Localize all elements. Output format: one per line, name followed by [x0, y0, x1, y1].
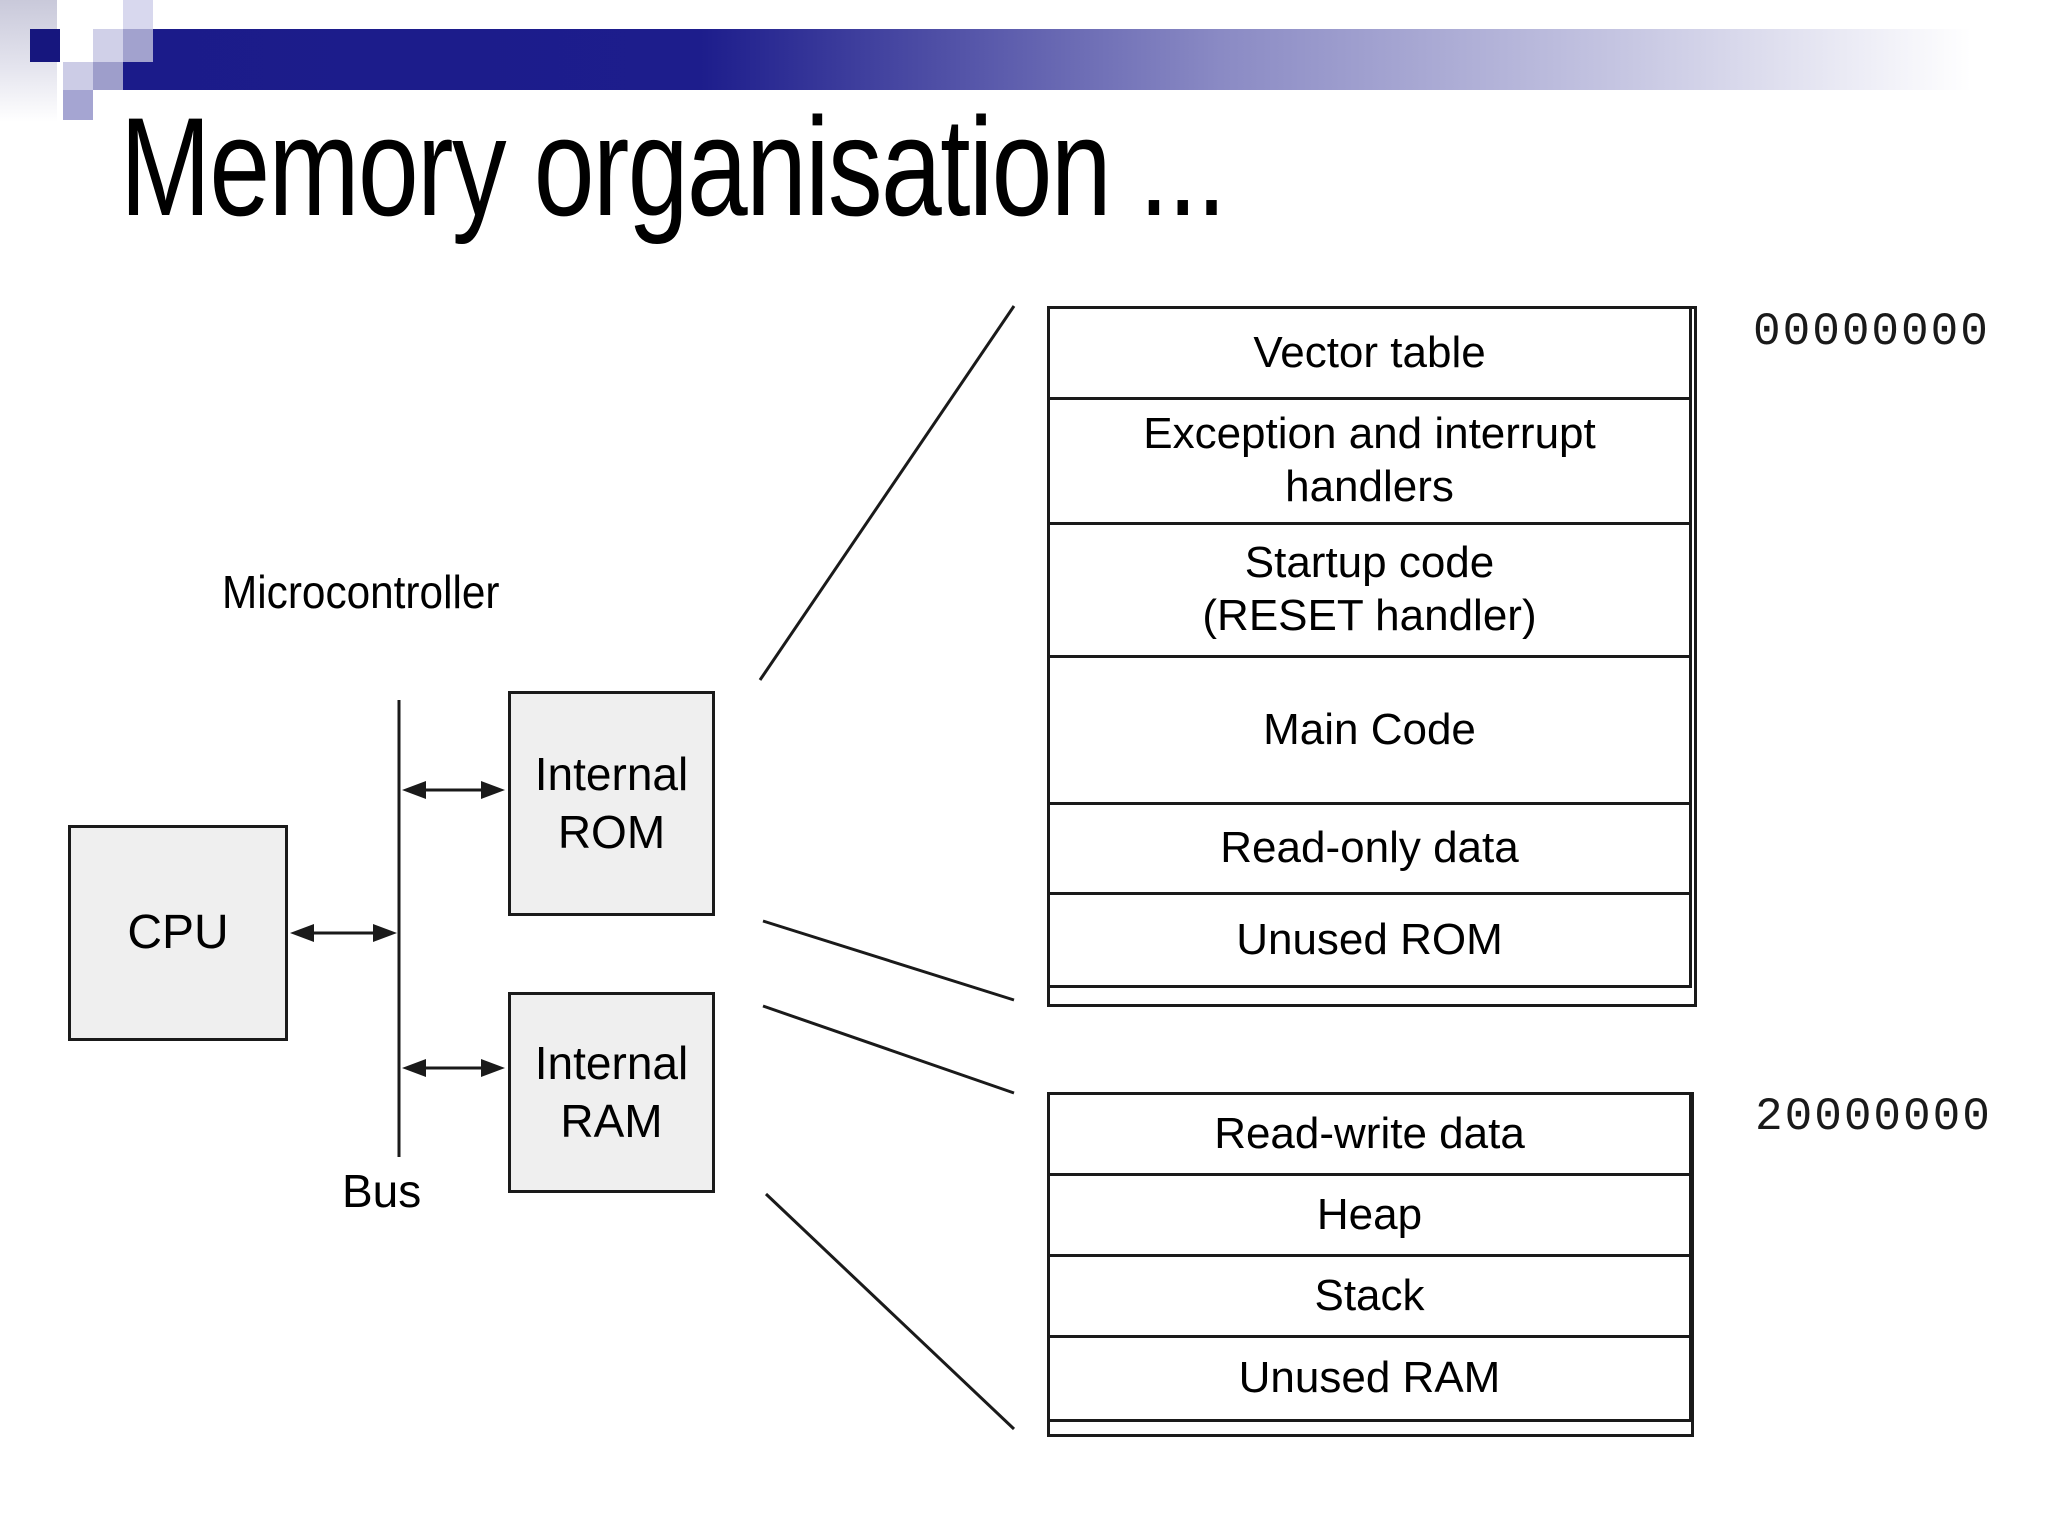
rom-box-label-line1: Internal — [534, 747, 689, 800]
rom-row-label: Unused ROM — [1236, 914, 1503, 964]
header-square-light-1 — [93, 29, 123, 62]
ram-map-row-stack: Stack — [1050, 1257, 1689, 1338]
ram-map-row-unused-ram: Unused RAM — [1050, 1338, 1689, 1419]
ram-base-address: 20000000 — [1755, 1091, 1992, 1143]
header-gradient-bar — [123, 29, 2048, 90]
internal-ram-box: Internal RAM — [508, 992, 715, 1193]
ram-row-label: Heap — [1316, 1189, 1423, 1239]
header-square-medium-1 — [123, 29, 153, 62]
header-square-light-2 — [63, 62, 93, 90]
rom-row-label: Startup code — [1244, 538, 1495, 588]
ram-map-row-read-write-data: Read-write data — [1050, 1095, 1689, 1176]
cpu-bus-double-arrow-icon — [290, 924, 397, 942]
bus-label: Bus — [342, 1165, 422, 1217]
ram-row-label: Stack — [1314, 1270, 1425, 1320]
rom-row-label: Main Code — [1263, 704, 1476, 754]
cpu-box: CPU — [68, 825, 288, 1041]
ram-bottom-connector-line — [764, 1192, 1016, 1431]
rom-row-label: Exception and interrupt — [1143, 409, 1596, 459]
ram-top-connector-line — [762, 1004, 1015, 1095]
header-square-medium-2 — [93, 62, 123, 90]
rom-row-label-line2: (RESET handler) — [1202, 591, 1537, 640]
rom-row-label-line2: handlers — [1285, 462, 1454, 511]
bus-rom-double-arrow-icon — [402, 781, 505, 799]
rom-box-label-line2: ROM — [557, 805, 666, 858]
ram-box-label-line1: Internal — [534, 1036, 689, 1089]
rom-map-row-vector-table: Vector table — [1050, 309, 1689, 400]
rom-bottom-connector-line — [762, 919, 1015, 1002]
rom-top-connector-line — [758, 305, 1016, 681]
rom-map-row-main-code: Main Code — [1050, 658, 1689, 805]
rom-map-row-startup-code: Startup code (RESET handler) — [1050, 525, 1689, 658]
ram-row-label: Unused RAM — [1238, 1353, 1501, 1403]
rom-memory-map: Vector table Exception and interrupt han… — [1047, 306, 1692, 988]
header-square-dark — [30, 29, 60, 62]
rom-map-row-unused-rom: Unused ROM — [1050, 895, 1689, 985]
header-square-top-strip — [123, 0, 153, 29]
ram-row-label: Read-write data — [1214, 1108, 1525, 1158]
ram-box-label-line2: RAM — [560, 1094, 663, 1147]
rom-row-label: Vector table — [1253, 327, 1486, 377]
internal-rom-box: Internal ROM — [508, 691, 715, 916]
rom-map-row-read-only-data: Read-only data — [1050, 805, 1689, 895]
rom-map-row-exception-handlers: Exception and interrupt handlers — [1050, 400, 1689, 525]
rom-row-label: Read-only data — [1220, 823, 1519, 873]
header-square-medium-3 — [63, 90, 93, 120]
microcontroller-label: Microcontroller — [222, 566, 500, 618]
cpu-box-label: CPU — [127, 905, 229, 959]
ram-map-row-heap: Heap — [1050, 1176, 1689, 1257]
bus-ram-double-arrow-icon — [402, 1059, 505, 1077]
ram-memory-map: Read-write data Heap Stack Unused RAM — [1047, 1092, 1692, 1422]
page-title: Memory organisation ... — [120, 88, 1227, 245]
rom-base-address: 00000000 — [1753, 306, 1990, 358]
